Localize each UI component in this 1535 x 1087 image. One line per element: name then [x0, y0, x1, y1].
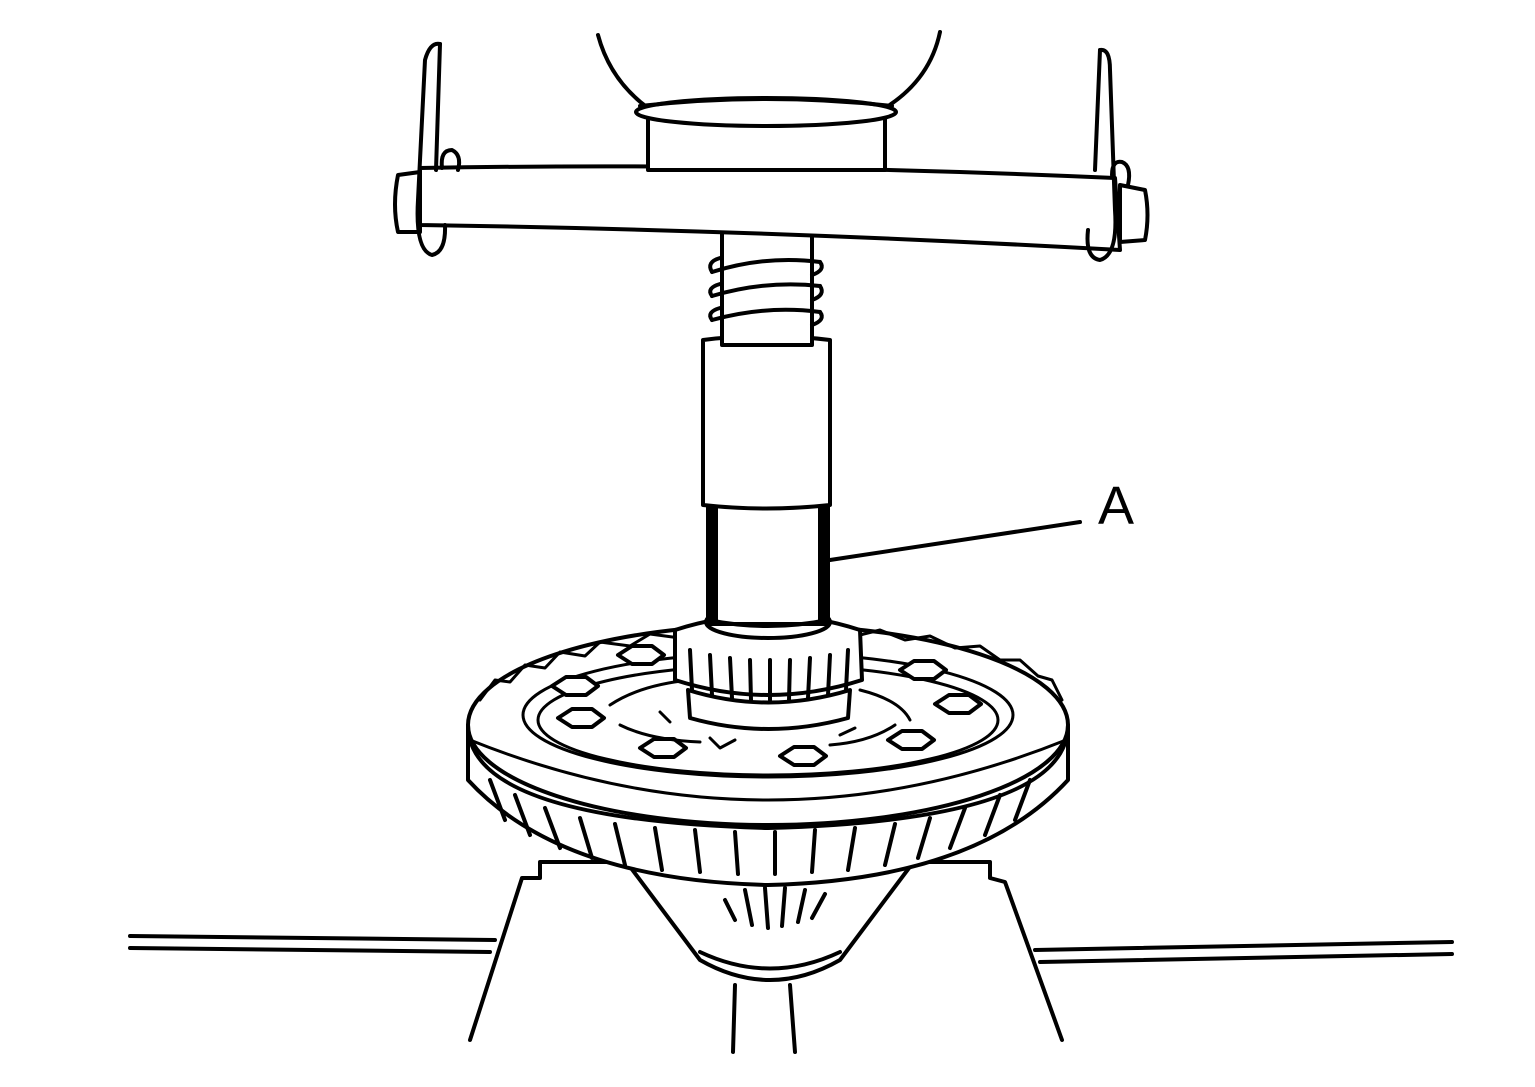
ring-gear-bolts	[550, 644, 983, 767]
forcing-screw-collar	[701, 334, 832, 511]
bearing-installer-sleeve	[706, 500, 830, 628]
callout-a-leader	[828, 520, 1082, 562]
callout-a-label: A	[1098, 476, 1134, 536]
callout-a: A	[828, 476, 1134, 562]
threaded-screw	[708, 228, 824, 347]
top-adapter	[596, 30, 942, 172]
bench-surface	[128, 934, 1454, 964]
